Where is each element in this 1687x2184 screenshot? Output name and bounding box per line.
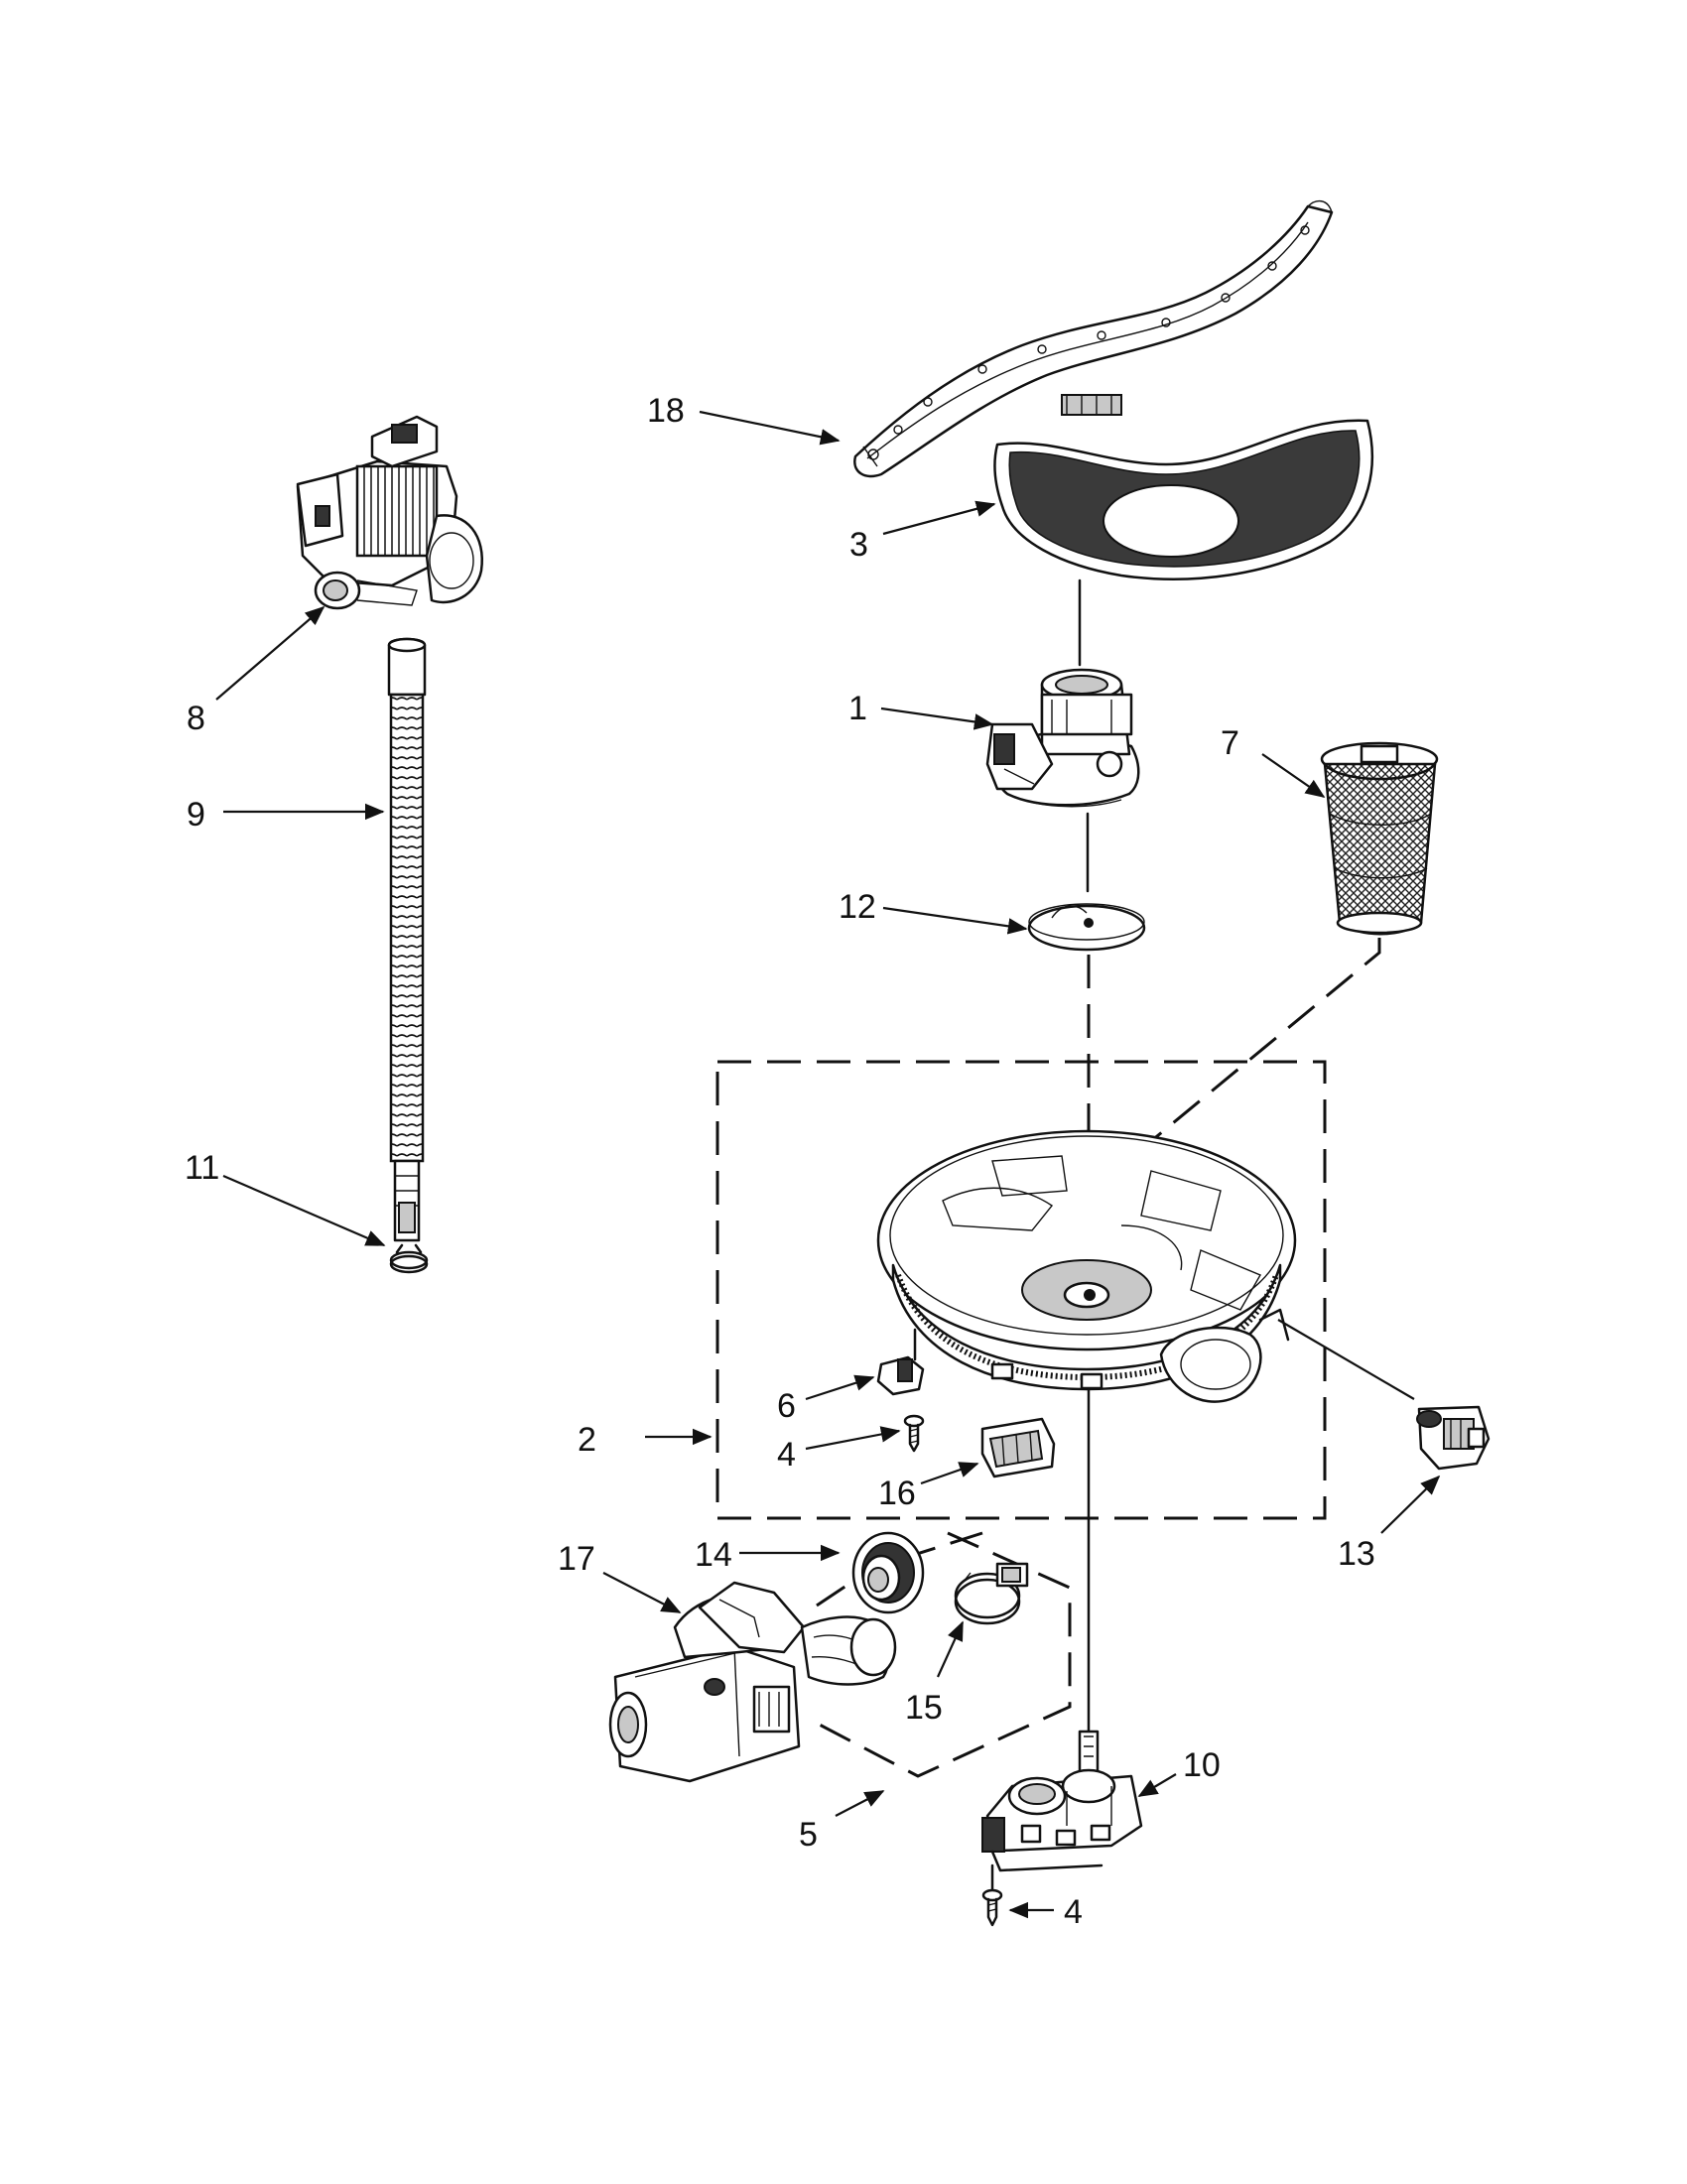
clamp-part bbox=[389, 1243, 429, 1274]
callout-10: 10 bbox=[1183, 1746, 1221, 1784]
callout-3: 3 bbox=[849, 526, 868, 564]
spray-arm-part bbox=[853, 199, 1334, 478]
callout-1: 1 bbox=[848, 690, 867, 727]
drain-hose-part bbox=[387, 637, 427, 1242]
leader-line-15 bbox=[936, 1620, 965, 1678]
callout-7: 7 bbox=[1221, 724, 1239, 762]
leader-line-18 bbox=[699, 410, 841, 446]
callout-4a: 4 bbox=[777, 1436, 796, 1474]
callout-14: 14 bbox=[695, 1536, 732, 1574]
callout-8: 8 bbox=[187, 700, 205, 737]
callout-11: 11 bbox=[185, 1149, 219, 1187]
callout-2: 2 bbox=[578, 1421, 596, 1459]
callout-18: 18 bbox=[647, 392, 685, 430]
leader-line-11 bbox=[222, 1174, 386, 1247]
disc-part bbox=[1027, 903, 1146, 952]
seal-ring-part bbox=[851, 1531, 925, 1614]
leader-line-16 bbox=[920, 1462, 979, 1485]
diverter-motor-part bbox=[981, 1730, 1143, 1872]
filter-cover-part bbox=[993, 419, 1373, 580]
mesh-filter-part bbox=[1320, 741, 1439, 936]
bracket-part bbox=[876, 1328, 925, 1396]
callout-15: 15 bbox=[905, 1689, 943, 1727]
leader-line-3 bbox=[882, 500, 996, 536]
callout-17: 17 bbox=[558, 1540, 595, 1578]
connector-block-part bbox=[980, 1417, 1056, 1478]
callout-5: 5 bbox=[799, 1816, 818, 1854]
callout-9: 9 bbox=[187, 796, 205, 834]
manifold-part bbox=[985, 668, 1140, 808]
leader-line-10 bbox=[1137, 1773, 1177, 1797]
hose-clamp-part bbox=[954, 1562, 1029, 1625]
leader-line-5 bbox=[835, 1790, 885, 1817]
sensor-part bbox=[1416, 1405, 1491, 1471]
leader-line-sump-sensor bbox=[1277, 1319, 1415, 1400]
callout-13: 13 bbox=[1338, 1535, 1375, 1573]
callout-4b: 4 bbox=[1064, 1893, 1083, 1931]
callout-6: 6 bbox=[777, 1387, 796, 1425]
leader-line-1 bbox=[880, 707, 994, 730]
leader-line-4a bbox=[805, 1426, 901, 1451]
circulation-pump-part bbox=[608, 1581, 897, 1783]
leader-line-12 bbox=[882, 906, 1028, 935]
leader-line-6 bbox=[805, 1374, 875, 1401]
leader-line-7 bbox=[1261, 753, 1326, 798]
drain-pump-part bbox=[296, 415, 484, 610]
screw-lower-part bbox=[981, 1863, 1003, 1927]
leader-line-8 bbox=[215, 605, 325, 701]
callout-16: 16 bbox=[878, 1475, 916, 1512]
screw-upper-part bbox=[903, 1414, 925, 1453]
sump-part bbox=[876, 1129, 1297, 1403]
sump-assembly-outline bbox=[715, 1060, 1327, 1520]
seal-assembly-outline bbox=[813, 1531, 1072, 1778]
leader-line-13 bbox=[1380, 1475, 1441, 1534]
leader-line-17 bbox=[602, 1572, 682, 1613]
callout-12: 12 bbox=[839, 888, 876, 926]
